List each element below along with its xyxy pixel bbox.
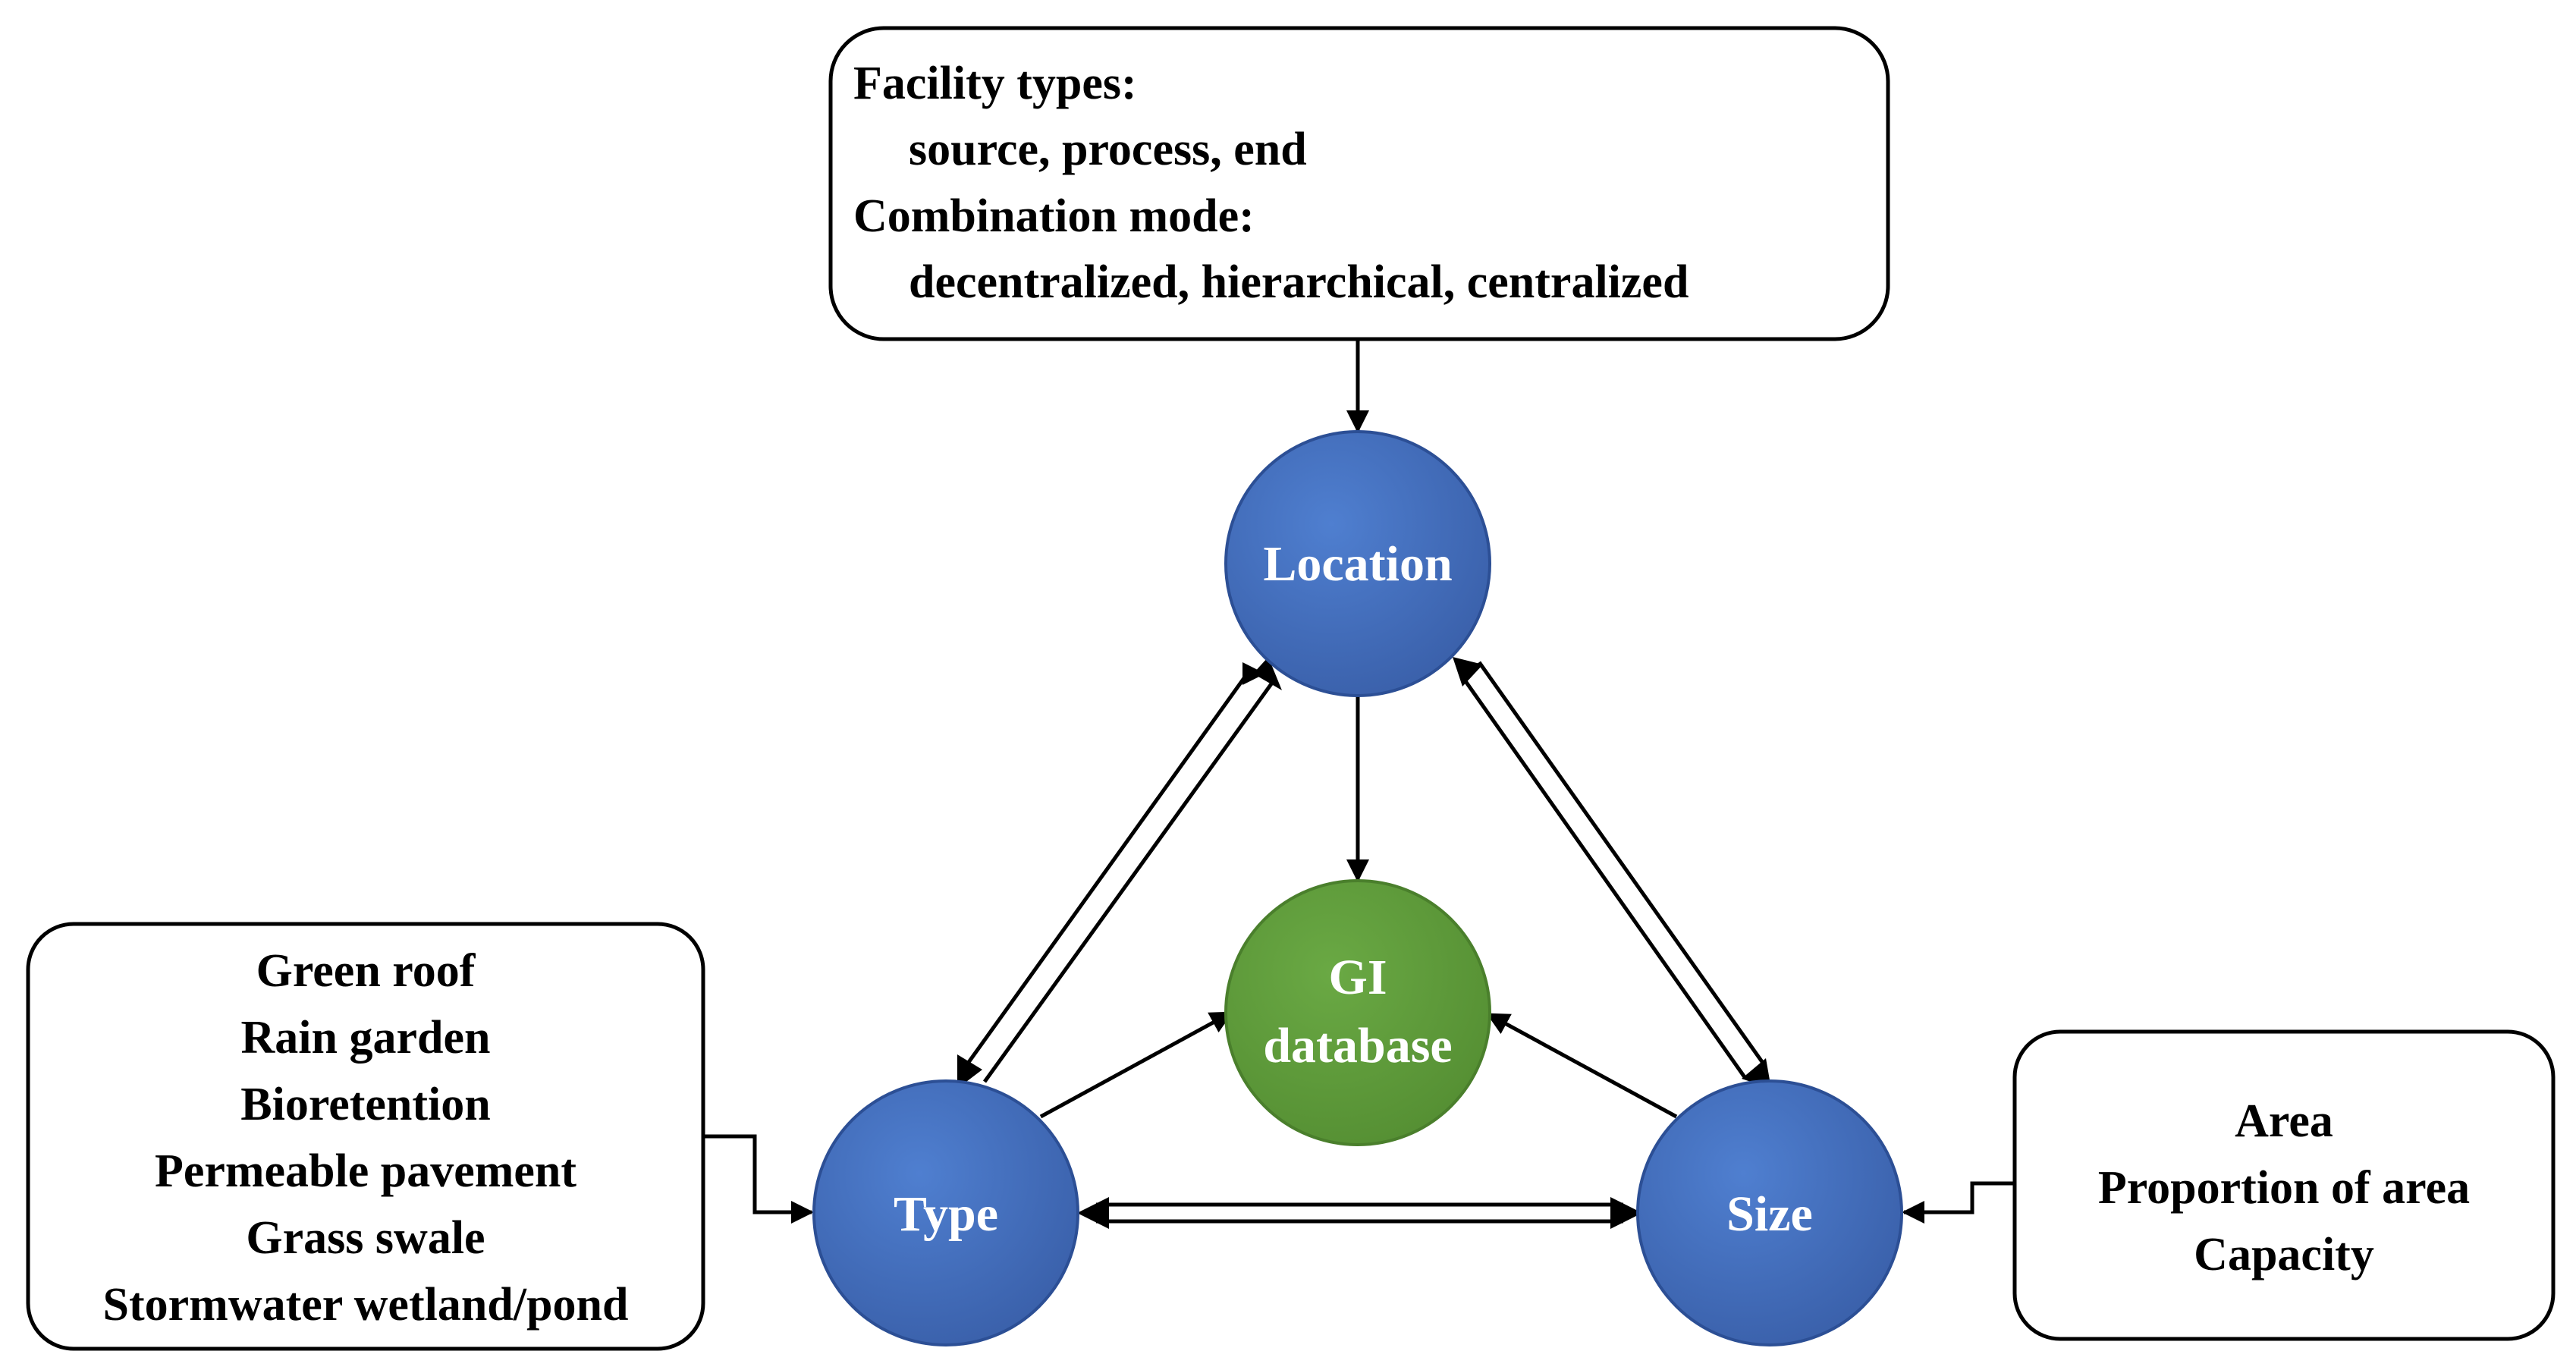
right-box-item: Area <box>2235 1095 2333 1147</box>
top-box-line-3: Combination mode: <box>853 190 1255 242</box>
node-size-label: Size <box>1726 1186 1813 1242</box>
right-box-item: Proportion of area <box>2098 1162 2470 1214</box>
right-box-item: Capacity <box>2194 1229 2374 1280</box>
left-box: Green roof Rain garden Bioretention Perm… <box>26 922 705 1351</box>
left-box-item: Green roof <box>256 945 476 997</box>
node-type-label: Type <box>894 1186 998 1242</box>
top-box: Facility types: source, process, end Com… <box>828 26 1890 341</box>
arrow-rightbox-to-size <box>1902 1181 2015 1224</box>
arrow-size-to-gi <box>1486 1012 1678 1119</box>
left-box-item: Permeable pavement <box>155 1145 576 1197</box>
left-box-item: Bioretention <box>240 1079 491 1130</box>
connectors <box>703 339 2015 1229</box>
node-gi-database: GI database <box>1224 879 1491 1146</box>
node-size: Size <box>1636 1079 1903 1346</box>
left-box-item: Grass swale <box>246 1212 485 1264</box>
right-box: Area Proportion of area Capacity <box>2012 1029 2556 1341</box>
node-location-label: Location <box>1263 536 1452 592</box>
top-box-line-1: Facility types: <box>853 58 1137 109</box>
node-gi-line-1: GI <box>1328 950 1387 1005</box>
double-arrow-location-type <box>957 657 1282 1089</box>
node-type: Type <box>812 1079 1079 1346</box>
left-box-item: Stormwater wetland/pond <box>103 1279 629 1331</box>
arrow-type-to-gi <box>1039 1010 1233 1119</box>
node-gi-line-2: database <box>1263 1018 1452 1073</box>
double-arrow-location-size <box>1453 657 1771 1089</box>
top-box-line-4: decentralized, hierarchical, centralized <box>909 256 1689 308</box>
arrow-leftbox-to-type <box>703 1134 814 1224</box>
top-box-line-2: source, process, end <box>909 124 1307 175</box>
node-location: Location <box>1224 430 1491 697</box>
double-arrow-type-size <box>1077 1197 1642 1229</box>
left-box-item: Rain garden <box>241 1012 491 1064</box>
